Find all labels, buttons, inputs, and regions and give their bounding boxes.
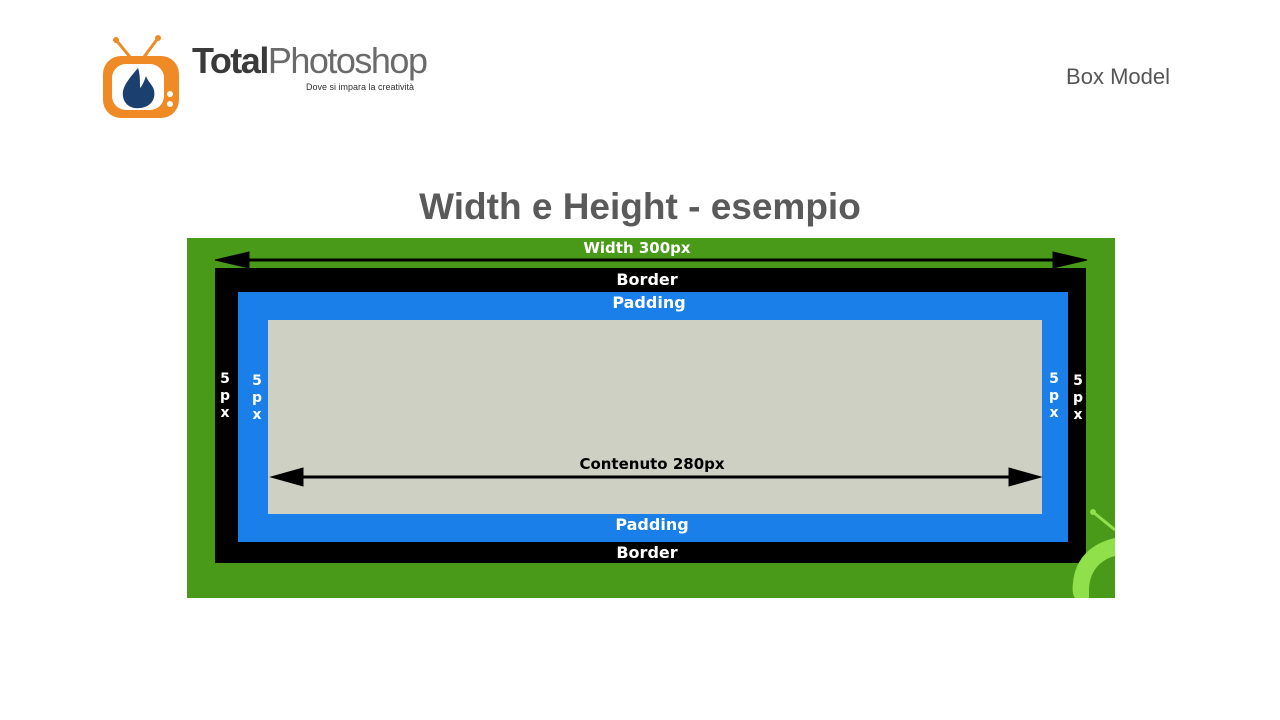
content-area [268, 320, 1042, 514]
padding-left-label: 5 p x [252, 373, 262, 423]
padding-right-char-1: 5 [1049, 371, 1059, 387]
border-left-char-2: p [220, 388, 230, 404]
border-right-char-2: p [1073, 390, 1083, 406]
decorative-logo-fragment-icon [1072, 509, 1115, 598]
brand-tagline: Dove si impara la creatività [306, 82, 415, 92]
brand-name-bold: Total [192, 40, 269, 81]
border-left-char-3: x [220, 405, 229, 421]
padding-bottom-label: Padding [615, 515, 688, 534]
border-right-char-3: x [1073, 407, 1082, 423]
padding-top-label: Padding [612, 293, 685, 312]
brand-name: TotalPhotoshop [192, 40, 428, 82]
content-arrow [269, 467, 1043, 487]
padding-left-char-1: 5 [252, 373, 262, 389]
width-label: Width 300px [583, 239, 691, 257]
brand-logo: TotalPhotoshop Dove si impara la creativ… [100, 32, 445, 122]
border-left-char-1: 5 [220, 371, 230, 387]
border-left-label: 5 p x [220, 371, 230, 421]
border-right-label: 5 p x [1073, 373, 1083, 423]
padding-right-char-2: p [1049, 388, 1059, 404]
padding-right-label: 5 p x [1049, 371, 1059, 421]
padding-right-char-3: x [1049, 405, 1058, 421]
box-model-diagram: Width 300px Border Padding Padding Borde… [187, 238, 1115, 598]
section-title: Box Model [1066, 64, 1170, 89]
border-top-label: Border [616, 270, 677, 289]
border-bottom-label: Border [616, 543, 677, 562]
border-right-char-1: 5 [1073, 373, 1083, 389]
tv-flame-icon [100, 32, 190, 122]
padding-left-char-3: x [252, 407, 261, 423]
content-label: Contenuto 280px [579, 455, 724, 473]
slide-title: Width e Height - esempio [419, 186, 861, 227]
brand-name-light: Photoshop [267, 40, 428, 81]
padding-left-char-2: p [252, 390, 262, 406]
width-arrow [214, 251, 1088, 269]
